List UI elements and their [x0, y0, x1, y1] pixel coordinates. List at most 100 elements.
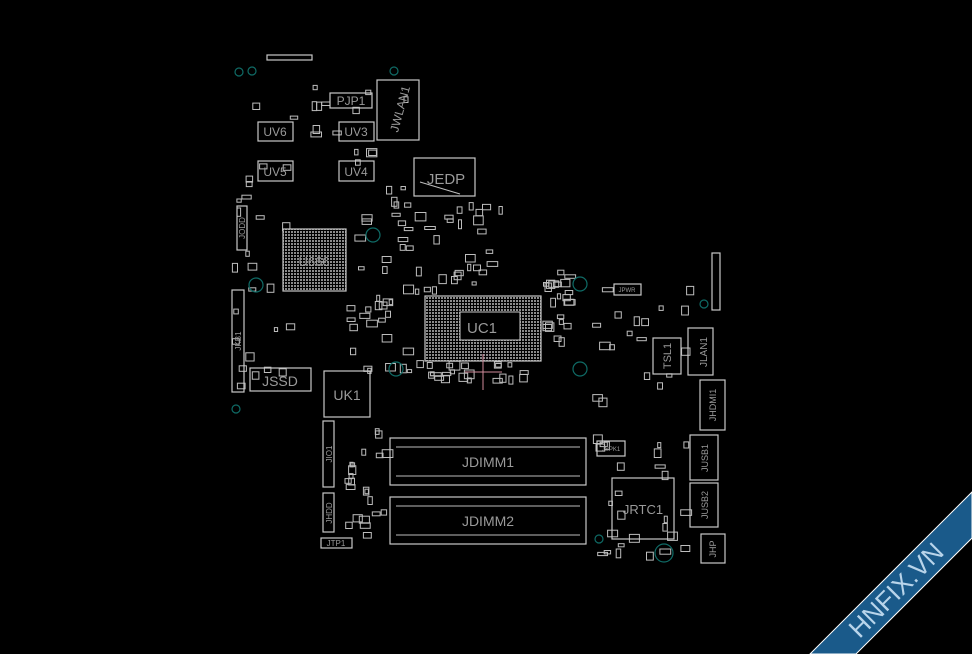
component-JSSD[interactable]: JSSD	[249, 367, 312, 392]
smd-part	[657, 442, 662, 449]
component-JUSB2[interactable]: JUSB2	[689, 482, 719, 528]
component-TSL1[interactable]: TSL1	[652, 337, 682, 375]
smd-part	[231, 262, 238, 273]
smd-part	[553, 335, 562, 342]
small-components	[231, 84, 695, 561]
component-JEDP[interactable]: JEDP	[413, 157, 476, 197]
smd-part	[616, 462, 625, 471]
smd-part	[346, 317, 356, 322]
component-JHP[interactable]: JHP	[700, 533, 726, 564]
smd-part	[310, 131, 322, 138]
smd-part	[498, 206, 503, 215]
right-connector[interactable]	[711, 252, 721, 311]
smd-part	[646, 551, 654, 561]
component-JODD[interactable]: JODD	[236, 205, 248, 251]
smd-part	[238, 365, 247, 372]
smd-part	[475, 208, 484, 217]
smd-part	[361, 448, 367, 456]
label-JSPK1: JSPK1	[602, 447, 621, 453]
component-PJP1[interactable]: PJP1	[329, 92, 373, 109]
component-JUSB1[interactable]: JUSB1	[689, 434, 719, 481]
smd-part	[564, 290, 574, 296]
smd-part	[236, 198, 242, 203]
smd-part	[680, 509, 693, 516]
component-UV4[interactable]: UV4	[338, 160, 375, 182]
component-JHDD[interactable]: JHDD	[322, 492, 335, 533]
component-JIO1[interactable]: JIO1	[322, 420, 335, 488]
component-JPWR[interactable]: JPWR	[613, 283, 642, 296]
label-UV6: UV6	[263, 125, 287, 139]
smd-part	[680, 545, 691, 552]
smd-part	[252, 102, 261, 110]
smd-part	[255, 215, 265, 220]
label-UC1: UC1	[467, 320, 497, 337]
smd-part	[658, 305, 664, 311]
smd-part	[233, 308, 239, 315]
smd-part	[683, 441, 690, 449]
label-TSL1: TSL1	[662, 343, 674, 369]
smd-part	[312, 84, 318, 91]
smd-part	[617, 510, 626, 520]
smd-part	[486, 261, 499, 267]
smd-part	[681, 347, 691, 356]
label-JTP1: JTP1	[327, 539, 346, 548]
component-UK1[interactable]: UK1	[323, 370, 371, 418]
component-UV6[interactable]: UV6	[257, 121, 294, 142]
smd-part	[376, 294, 381, 302]
smd-part	[467, 263, 472, 272]
smd-part	[391, 212, 401, 217]
smd-part	[345, 521, 353, 530]
smd-part	[433, 235, 440, 245]
component-JHDMI1[interactable]: JHDMI1	[699, 379, 726, 431]
component-JDIMM1[interactable]: JDIMM1	[389, 437, 587, 486]
smd-part	[399, 363, 407, 374]
component-JKB1[interactable]: JKB1	[231, 289, 245, 393]
component-UV5[interactable]: UV5	[257, 160, 294, 182]
smd-part	[358, 266, 365, 271]
smd-part	[289, 115, 299, 120]
smd-part	[657, 382, 663, 390]
component-U666[interactable]: U666	[282, 228, 347, 292]
smd-part	[478, 269, 488, 276]
top-connector[interactable]	[266, 54, 313, 61]
smd-part	[400, 186, 406, 191]
smd-part	[321, 101, 331, 106]
smd-part	[247, 262, 258, 271]
component-UC1[interactable]: UC1	[424, 295, 542, 362]
component-UV3[interactable]: UV3	[338, 121, 375, 142]
component-JRTC1[interactable]: JRTC1	[611, 477, 675, 540]
smd-part	[592, 394, 603, 402]
smd-part	[681, 305, 689, 316]
smd-part	[564, 274, 577, 279]
smd-part	[466, 377, 472, 384]
smd-part	[381, 334, 393, 343]
component-JSPK1[interactable]: JSPK1	[596, 440, 626, 457]
smd-part	[397, 220, 407, 227]
smd-part	[431, 286, 437, 295]
smd-part	[548, 280, 560, 288]
smd-part	[344, 478, 352, 484]
smd-part	[362, 532, 372, 539]
watermark-band	[809, 491, 972, 654]
smd-part	[354, 148, 359, 156]
smd-part	[403, 227, 414, 232]
smd-part	[415, 266, 422, 277]
component-JDIMM2[interactable]: JDIMM2	[389, 496, 587, 545]
component-JTP1[interactable]: JTP1	[320, 537, 353, 549]
smd-part	[361, 218, 373, 225]
smd-part	[614, 311, 622, 319]
smd-part	[440, 375, 450, 384]
smd-part	[659, 548, 672, 555]
smd-part	[560, 278, 571, 288]
smd-part	[563, 322, 572, 330]
component-JLAN1[interactable]: JLAN1	[687, 327, 714, 376]
smd-part	[468, 202, 474, 211]
smd-part	[366, 319, 378, 328]
label-JDIMM2: JDIMM2	[462, 513, 514, 529]
smd-part	[609, 344, 615, 351]
smd-part	[364, 488, 369, 495]
smd-part	[352, 514, 363, 523]
smd-part	[617, 543, 625, 548]
component-JWLAN1[interactable]: JWLAN1	[376, 79, 420, 141]
